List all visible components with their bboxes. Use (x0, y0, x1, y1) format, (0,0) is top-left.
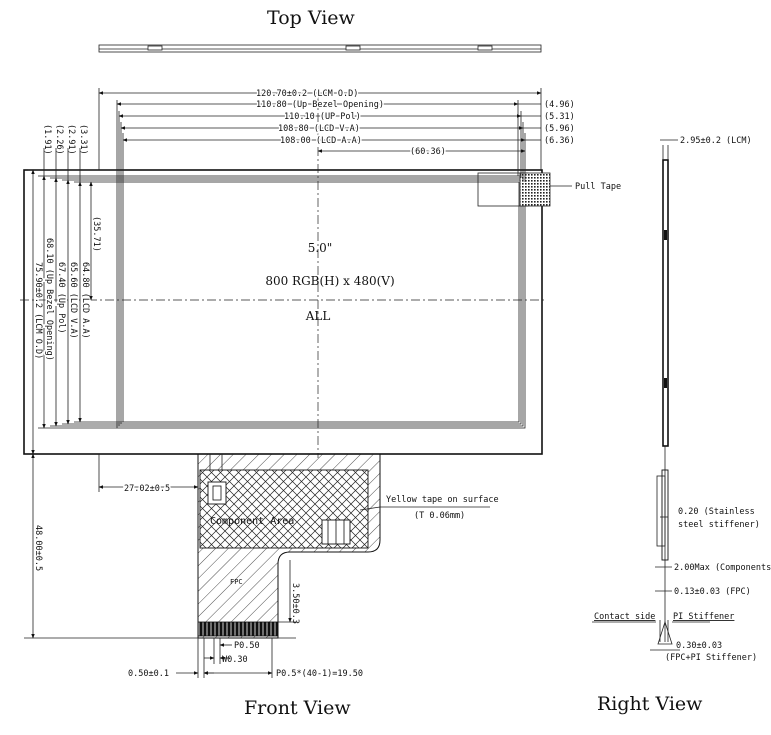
panel-mode: ALL (305, 309, 331, 323)
dim-edge: 0.50±0.1 (128, 669, 169, 679)
dim-lcm-od-v: 75.90±0.2 (LCM O.D) (33, 262, 43, 359)
dim-components: 2.00Max (Components) (674, 563, 771, 573)
dim-top-1: (3.31) (78, 124, 88, 155)
dim-pol-v: 67.40 (Up Pol) (56, 262, 66, 334)
fpc-contact-pins (197, 621, 279, 637)
dim-right-1: (4.96) (544, 100, 575, 110)
tape-note: Yellow tape on surface (386, 495, 499, 505)
dim-fpc-length: 48.00±0.5 (33, 525, 43, 571)
dim-steel-2: steel stiffener) (678, 520, 760, 530)
pull-tape-label: Pull Tape (575, 182, 621, 192)
fpc-dimensions: 27.02±0.5 48.00±0.5 3.50±0.3 P0.50 W0.30… (24, 453, 363, 679)
top-view-title: Top View (267, 7, 356, 29)
dim-stiffener-height: 3.50±0.3 (290, 583, 300, 624)
dim-lcm-od-h: 120.70±0.2 (LCM O.D) (256, 89, 358, 99)
dim-right-3: (5.96) (544, 124, 575, 134)
horizontal-dimensions: 120.70±0.2 (LCM O.D) 110.80 (Up Bezel Op… (98, 88, 575, 182)
dim-fpc-thickness: 0.13±0.03 (FPC) (674, 587, 751, 597)
dim-va-v: 65.60 (LCD V.A) (68, 262, 78, 339)
right-view-title: Right View (597, 693, 703, 715)
dim-top-2: (2.91) (66, 124, 76, 155)
dim-va-h: 108.80 (LCD V.A) (278, 124, 360, 134)
dim-fpc-offset: 27.02±0.5 (124, 484, 170, 494)
component-area-label: Component Area (210, 516, 294, 527)
pi-stiffener-label: PI Stiffener (673, 612, 734, 622)
panel-resolution: 800 RGB(H) x 480(V) (265, 274, 394, 288)
front-view-title: Front View (244, 697, 351, 719)
dim-top-3: (2.26) (54, 124, 64, 155)
fpc-tail: Component Area FPC (197, 453, 381, 639)
dim-pitch: P0.50 (234, 641, 260, 651)
dim-pin-span: P0.5*(40-1)=19.50 (276, 669, 363, 679)
contact-side-label: Contact side (594, 612, 655, 622)
panel-size: 5.0" (308, 241, 333, 255)
dim-lcm-thickness: 2.95±0.2 (LCM) (680, 136, 752, 146)
tape-thickness: (T 0.06mm) (414, 511, 465, 521)
dim-right-2: (5.31) (544, 112, 575, 122)
dim-half-h: (60.36) (410, 147, 446, 157)
dim-total-1: 0.30±0.03 (676, 641, 722, 651)
dim-top-4: (1.91) (42, 124, 52, 155)
vertical-dimensions: 75.90±0.2 (LCM O.D) 68.10 (Up Bezel Open… (28, 124, 123, 455)
dim-aa-v: 64.80 (LCD A.A) (80, 262, 90, 339)
pull-tape: Pull Tape (477, 172, 621, 207)
fpc-label: FPC (230, 578, 243, 586)
dim-half-v: (35.71) (91, 216, 101, 252)
dim-bezel-h: 110.80 (Up Bezel Opening) (256, 100, 384, 110)
top-view (98, 44, 542, 53)
dim-steel-1: 0.20 (Stainless (678, 507, 755, 517)
dim-aa-h: 108.00 (LCD A.A) (280, 136, 362, 146)
dim-bezel-v: 68.10 (Up Bezel Opening) (44, 238, 54, 361)
dim-pol-h: 110.10 (UP Pol) (284, 112, 361, 122)
dim-right-4: (6.36) (544, 136, 575, 146)
dim-total-2: (FPC+PI Stiffener) (665, 653, 757, 663)
right-view: 2.95±0.2 (LCM) 0.20 (Stainless steel sti… (592, 136, 771, 663)
dim-width: W0.30 (222, 655, 248, 665)
